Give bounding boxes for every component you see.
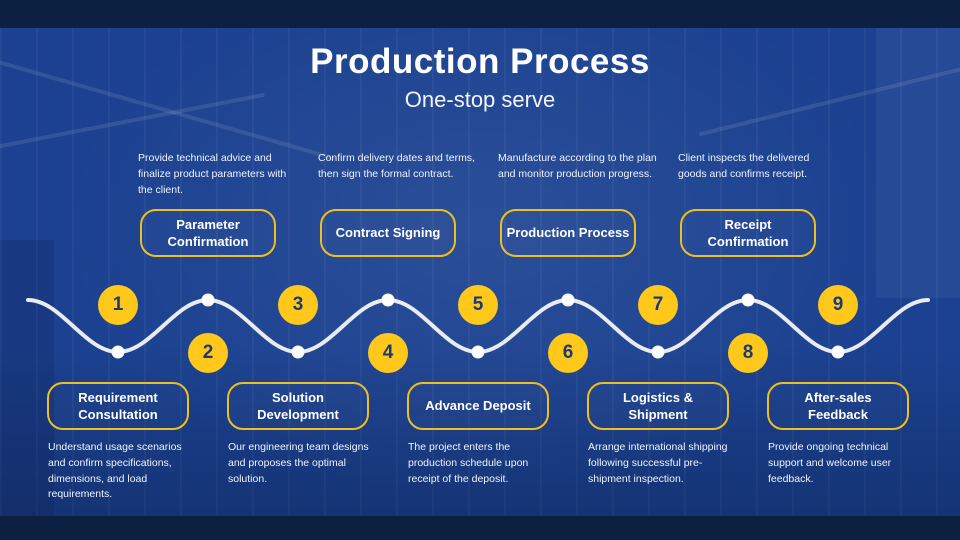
step-2-label: Parameter Confirmation [167,216,249,249]
step-5-label: Advance Deposit [425,398,531,414]
step-8-description: Client inspects the delivered goods and … [678,152,810,180]
step-5-number-badge: 5 [458,285,498,325]
step-1-number-badge: 1 [98,285,138,325]
step-4-description: Confirm delivery dates and terms, then s… [318,152,475,180]
step-4-label-box: Contract Signing [320,209,456,257]
step-1-label-box: Requirement Consultation [47,382,189,430]
step-9-number-badge: 9 [818,285,858,325]
bottom-shade [0,346,960,516]
step-1-label: Requirement Consultation [78,389,158,422]
background-container-slab [876,28,960,298]
step-9-description: Provide ongoing technical support and we… [768,441,892,485]
step-8-label-box: Receipt Confirmation [680,209,816,257]
step-9-label-box: After-sales Feedback [767,382,909,430]
step-6-label-box: Production Process [500,209,636,257]
step-5-number: 5 [472,294,484,315]
step-4-label: Contract Signing [335,225,441,241]
step-2-number: 2 [202,342,214,363]
step-3-label: Solution Development [257,389,339,422]
step-3-description: Our engineering team designs and propose… [228,441,369,485]
step-2-number-badge: 2 [188,333,228,373]
step-6-description: Manufacture according to the plan and mo… [498,152,657,180]
step-7-number: 7 [652,294,664,315]
step-4-number: 4 [382,342,394,363]
step-9-label: After-sales Feedback [804,389,872,422]
bottom-bar [0,516,960,540]
step-2-label-box: Parameter Confirmation [140,209,276,257]
step-4-number-badge: 4 [368,333,408,373]
step-3-number: 3 [292,294,304,315]
step-2-description: Provide technical advice and finalize pr… [138,152,287,196]
step-7-description: Arrange international shipping following… [588,441,728,485]
step-6-number-badge: 6 [548,333,588,373]
step-6-label: Production Process [506,225,630,241]
step-6-number: 6 [562,342,574,363]
step-8-number: 8 [742,342,754,363]
step-1-description: Understand usage scenarios and confirm s… [48,441,182,501]
top-bar [0,0,960,28]
step-5-label-box: Advance Deposit [407,382,549,430]
step-8-number-badge: 8 [728,333,768,373]
background-shadow-slab [0,240,54,516]
step-1-number: 1 [112,294,124,315]
container-ribs-texture [0,28,960,516]
step-3-label-box: Solution Development [227,382,369,430]
step-7-label: Logistics & Shipment [622,389,694,422]
step-7-label-box: Logistics & Shipment [587,382,729,430]
step-9-number: 9 [832,294,844,315]
page-subtitle: One-stop serve [404,87,556,112]
step-7-number-badge: 7 [638,285,678,325]
step-8-label: Receipt Confirmation [707,216,789,249]
page-title: Production Process [310,42,650,81]
step-5-description: The project enters the production schedu… [408,441,529,485]
step-3-number-badge: 3 [278,285,318,325]
